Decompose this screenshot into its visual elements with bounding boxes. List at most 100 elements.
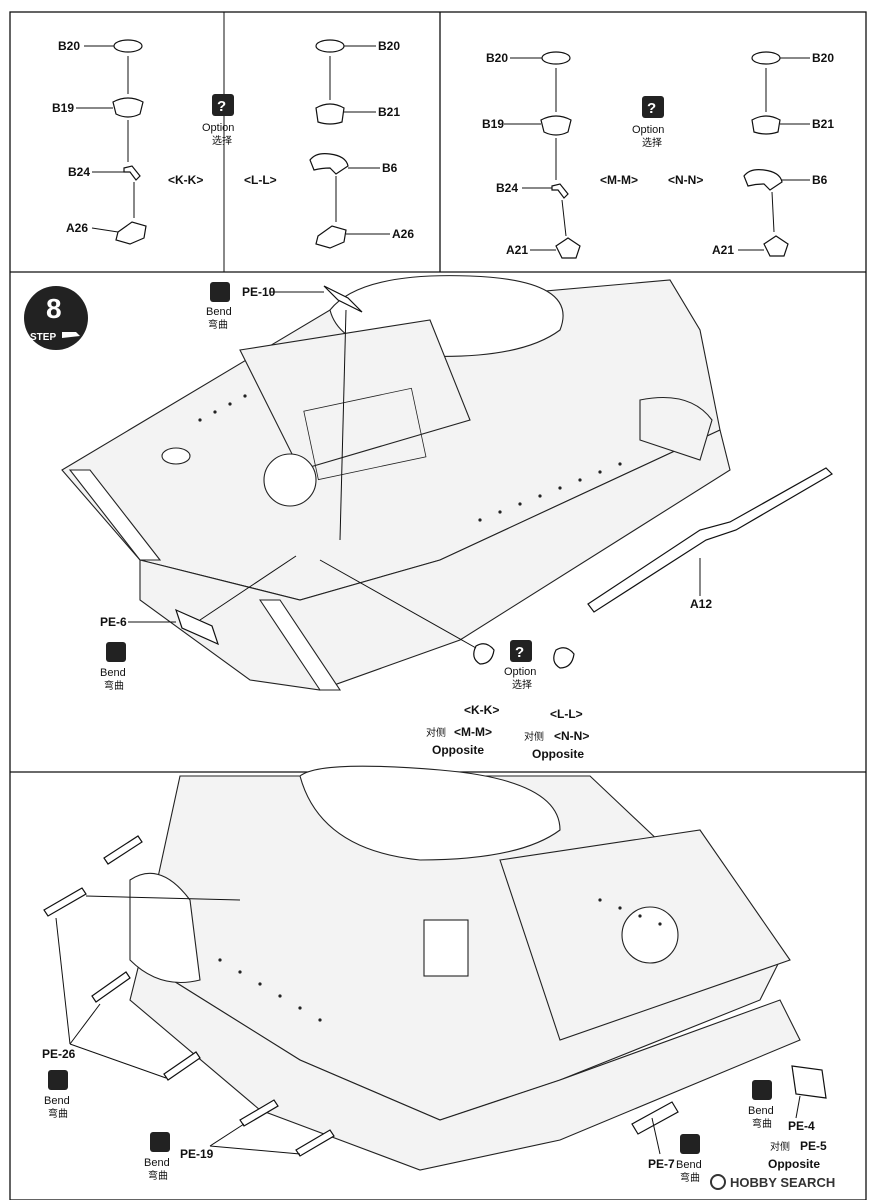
bend-label-pe26: Bend [44,1095,70,1107]
bend-icon-pe10 [210,282,230,302]
engine-deck [239,319,471,471]
step-8-section: 8 STEP A12 [24,275,833,761]
label-pe19: PE-19 [180,1147,214,1161]
front-wheel-lower [129,872,201,984]
opposite-label-3: Opposite [768,1157,820,1171]
part-pe10 [323,285,363,313]
label-b19: B19 [52,101,74,115]
opposite-cn-1: 对侧 [426,726,446,739]
grille-panel [423,919,469,977]
part-b19-left [112,97,144,118]
svg-text:A26: A26 [392,227,414,241]
svg-text:A21: A21 [712,243,734,257]
bend-label-pe19: Bend [144,1157,170,1169]
hatch-round [263,453,317,507]
turret-ring-lower [299,765,561,861]
headlamp [161,447,191,465]
part-b19-left-2 [540,115,572,136]
part-pe6 [175,608,219,646]
option-label-2: Option [632,124,664,136]
engine-grille [303,387,427,481]
part-a26-left [115,221,147,245]
part-pe4 [791,1065,827,1099]
option-label-cn-step8: 选择 [512,678,532,691]
bend-icon-pe19 [150,1132,170,1152]
opposite-label-2: Opposite [532,747,584,761]
opposite-cn-3: 对侧 [770,1140,790,1153]
tank-lower-view [129,765,801,1171]
part-pe26-1 [43,887,87,917]
part-b24-left-2 [551,183,569,199]
svg-text:A21: A21 [506,243,528,257]
lower-section: PE-26 Bend 弯曲 PE-19 Bend 弯曲 PE-7 Bend 弯曲… [42,765,827,1184]
part-a21-left-2 [555,237,581,259]
svg-text:?: ? [515,644,524,661]
view-nn: <N-N> [668,173,703,187]
watermark-text: HOBBY SEARCH [730,1175,835,1190]
option-label-cn-2: 选择 [642,136,662,149]
view-kk-step8: <K-K> [464,703,499,717]
part-headlight-ll [553,647,575,669]
view-nn-step8: <N-N> [554,729,589,743]
bend-label-cn-pe4: 弯曲 [752,1117,772,1130]
part-a26-right [315,225,347,249]
label-b20: B20 [58,39,80,53]
bend-icon-pe7 [680,1134,700,1154]
bend-icon-pe4 [752,1080,772,1100]
svg-text:B6: B6 [382,161,398,175]
option-label-cn: 选择 [212,134,232,147]
option-label: Option [202,122,234,134]
part-b20-left [113,39,143,53]
bend-label-cn-pe10: 弯曲 [208,318,228,331]
view-ll: <L-L> [244,173,277,187]
bend-label-pe4: Bend [748,1105,774,1117]
part-b6-right [309,153,349,175]
part-b24-left [123,165,141,181]
label-pe5: PE-5 [800,1139,827,1153]
svg-text:B21: B21 [812,117,834,131]
option-icon [212,94,234,116]
opposite-cn-2: 对侧 [524,730,544,743]
part-a12-gun-barrel [587,467,833,613]
svg-text:B6: B6 [812,173,828,187]
rear-wheel [639,397,713,461]
part-b20-left-2 [541,51,571,65]
svg-text:?: ? [217,98,226,115]
track-front-right [68,469,162,561]
bend-label-pe6: Bend [100,667,126,679]
detail-panel-kk-ll: B20 B19 B24 A26 ? Option 选择 <K-K> <L-L> … [52,39,414,249]
part-b21-right [315,103,345,125]
hobby-search-logo-icon [710,1174,726,1190]
option-label-step8: Option [504,666,536,678]
svg-text:B20: B20 [486,51,508,65]
bend-icon-pe6 [106,642,126,662]
track-front-left [258,599,342,691]
bend-label-cn-pe6: 弯曲 [104,679,124,692]
option-icon-2 [642,96,664,118]
part-pe26-3 [163,1051,201,1081]
label-pe4: PE-4 [788,1119,815,1133]
bend-label-cn-pe19: 弯曲 [148,1169,168,1182]
track-lower [129,959,801,1171]
bend-label-pe10: Bend [206,306,232,318]
part-b20-right [315,39,345,53]
bend-label-cn-pe26: 弯曲 [48,1107,68,1120]
part-headlight-kk [473,643,495,665]
tank-icon [62,332,80,338]
detail-panel-mm-nn: B20 B19 B24 A21 ? Option 选择 <M-M> <N-N> … [482,51,834,259]
option-icon-step8 [510,640,532,662]
label-pe26: PE-26 [42,1047,76,1061]
part-pe26-2 [91,971,131,1003]
label-pe7: PE-7 [648,1157,675,1171]
svg-text:B24: B24 [496,181,518,195]
svg-text:B20: B20 [378,39,400,53]
svg-text:B19: B19 [482,117,504,131]
svg-text:B21: B21 [378,105,400,119]
bend-icon-pe26 [48,1070,68,1090]
opposite-label-1: Opposite [432,743,484,757]
svg-text:B20: B20 [812,51,834,65]
part-pe26-4 [103,835,143,865]
bend-label-pe7: Bend [676,1159,702,1171]
label-a26: A26 [66,221,88,235]
